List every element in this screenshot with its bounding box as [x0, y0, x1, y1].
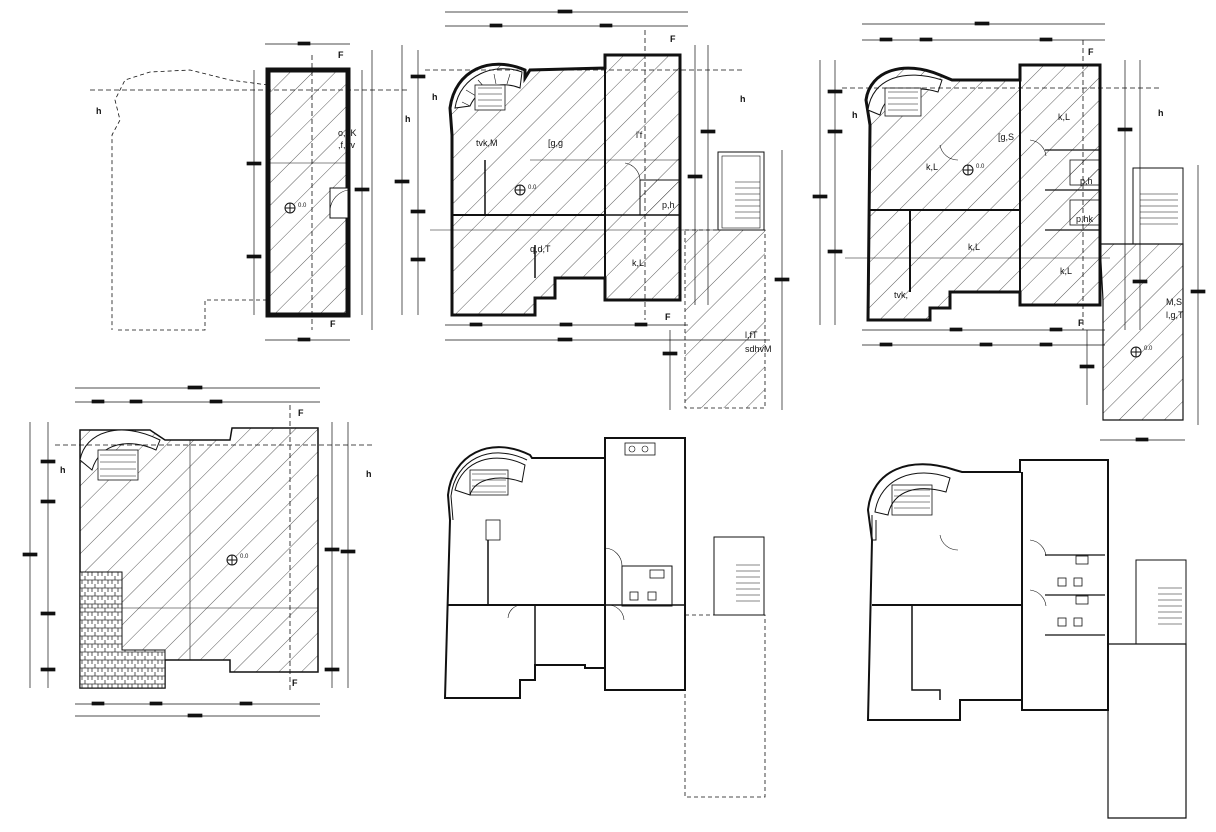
room-label: p,h: [662, 200, 675, 210]
section-mark: F: [292, 678, 298, 688]
room-label: tvk,M: [476, 138, 498, 148]
room-label: [g,g: [548, 138, 563, 148]
plan-terrace-hatched: 0.0 F F h h: [22, 385, 375, 718]
elevation-mark: 0.0: [298, 203, 307, 209]
room-label: l'f: [636, 130, 643, 140]
room-label: k,L: [968, 242, 980, 252]
section-mark: h: [852, 110, 858, 120]
section-mark: h: [405, 114, 411, 124]
elevation-mark: 0.0: [1144, 346, 1153, 352]
section-mark: F: [338, 50, 344, 60]
section-mark: h: [740, 94, 746, 104]
room-label: k,L: [632, 258, 644, 268]
room-label: sdhvM: [745, 344, 772, 354]
section-mark: F: [298, 408, 304, 418]
stone-paving: [79, 571, 166, 689]
section-mark: F: [1088, 47, 1094, 57]
elevation-mark: 0.0: [528, 185, 537, 191]
room-label: l,fT: [745, 330, 758, 340]
section-mark: h: [60, 465, 66, 475]
section-mark: F: [670, 34, 676, 44]
room-label: M,S: [1166, 297, 1182, 307]
floor-slab: [864, 63, 1102, 322]
terrace-area: [1099, 243, 1184, 421]
section-mark: h: [366, 469, 372, 479]
room-label: q,d,T: [530, 244, 551, 254]
room-label: k,L: [1060, 266, 1072, 276]
room-label: p,h: [1080, 176, 1093, 186]
plan-ground-floor-hatched: 0.0 k,L [g,S k,L p,h p,hk k,L k,L tvk, F…: [812, 21, 1206, 442]
plan-first-floor-hatched: 0.0 tvk,M [g,g l'f p,h q,d,T k,L F F h h…: [394, 9, 790, 410]
room-label: [g,S: [998, 132, 1014, 142]
section-mark: F: [665, 312, 671, 322]
plan-roof-small: 0.0 o,dK ,f,gv F F h h: [90, 41, 411, 342]
room-label: o,dK: [338, 128, 357, 138]
room-label: k,L: [1058, 112, 1070, 122]
section-mark: h: [432, 92, 438, 102]
section-mark: F: [1078, 318, 1084, 328]
section-mark: F: [330, 319, 336, 329]
roof-outline-dashed: [111, 69, 269, 331]
terrace-area: [684, 229, 766, 409]
room-label: k,L: [926, 162, 938, 172]
room-label: ,f,gv: [338, 140, 356, 150]
room-label: tvk,: [894, 290, 908, 300]
elevation-mark: 0.0: [240, 554, 249, 560]
room-label: p,hk: [1076, 214, 1094, 224]
section-mark: h: [96, 106, 102, 116]
elevation-mark: 0.0: [976, 164, 985, 170]
room-label: l,g,T: [1166, 310, 1184, 320]
plan-ground-floor-outline: [866, 459, 1187, 819]
section-mark: h: [1158, 108, 1164, 118]
plan-first-floor-outline: [443, 437, 766, 798]
dimension-lines: [246, 41, 373, 342]
